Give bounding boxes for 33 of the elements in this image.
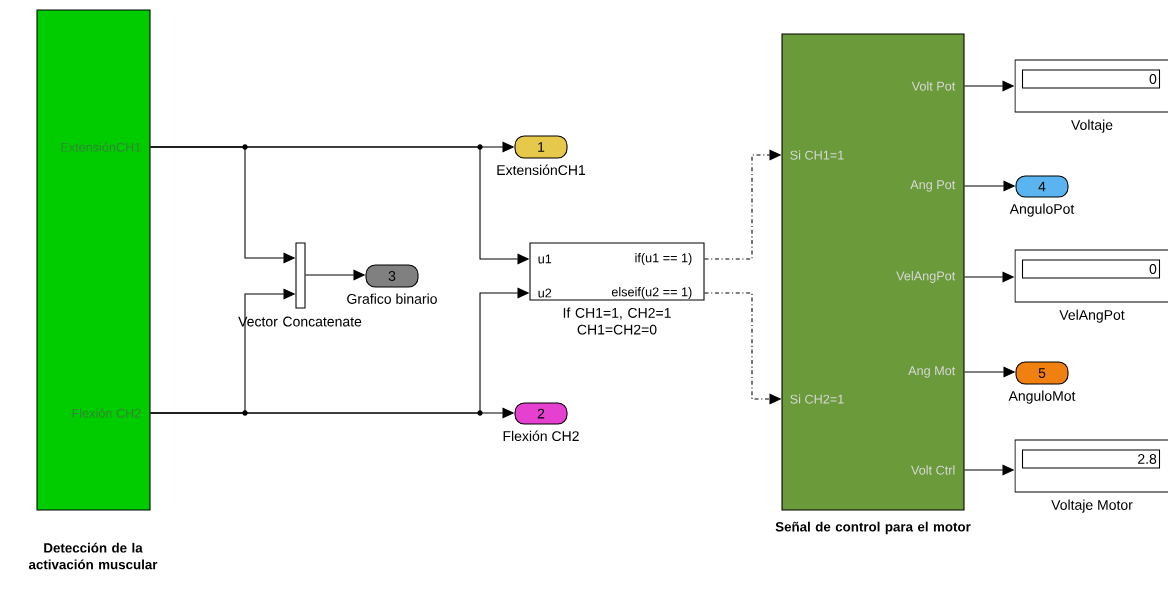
- block-label: If CH1=1, CH2=1 CH1=CH2=0: [563, 307, 671, 335]
- port-label: Si CH1=1: [790, 150, 844, 160]
- block-label: Voltaje Motor: [1051, 499, 1133, 513]
- node-label: 4: [1038, 181, 1046, 192]
- block-label: Detección de la activación muscular: [28, 542, 158, 570]
- block-label: Vector Concatenate: [238, 316, 362, 327]
- block-label: Flexión CH2: [503, 430, 579, 442]
- block-label: Grafico binario: [347, 293, 437, 304]
- node-label: 5: [1038, 368, 1046, 378]
- block-label: ExtensiónCH1: [497, 164, 586, 176]
- block-label: Señal de control para el motor: [775, 521, 971, 535]
- block-label: AnguloMot: [1008, 390, 1076, 404]
- value-field: 0: [1021, 69, 1161, 89]
- node-label: 1: [538, 142, 545, 152]
- port-label: u2: [538, 288, 552, 298]
- port-label: Volt Ctrl: [911, 465, 955, 475]
- port-label: Ang Pot: [910, 180, 956, 192]
- port-label: Si CH2=1: [790, 394, 844, 404]
- port-label: u1: [538, 254, 552, 264]
- port-label: Flexión CH2: [72, 408, 141, 418]
- port-label: elseif(u2 == 1): [611, 287, 692, 299]
- port-label: VelAngPot: [896, 271, 956, 283]
- port-label: Ang Mot: [908, 366, 956, 378]
- node-label: 2: [537, 408, 545, 419]
- port-label: ExtensiónCH1: [61, 142, 141, 152]
- block-label: Voltaje: [1071, 119, 1113, 133]
- block-label: AnguloPot: [1009, 203, 1075, 217]
- value-field: 2.8: [1021, 449, 1161, 469]
- value-field: 0: [1021, 259, 1161, 279]
- port-label: if(u1 == 1): [635, 253, 692, 265]
- block-label: VelAngPot: [1059, 309, 1125, 323]
- port-label: Volt Pot: [911, 81, 956, 91]
- node-label: 3: [388, 271, 396, 281]
